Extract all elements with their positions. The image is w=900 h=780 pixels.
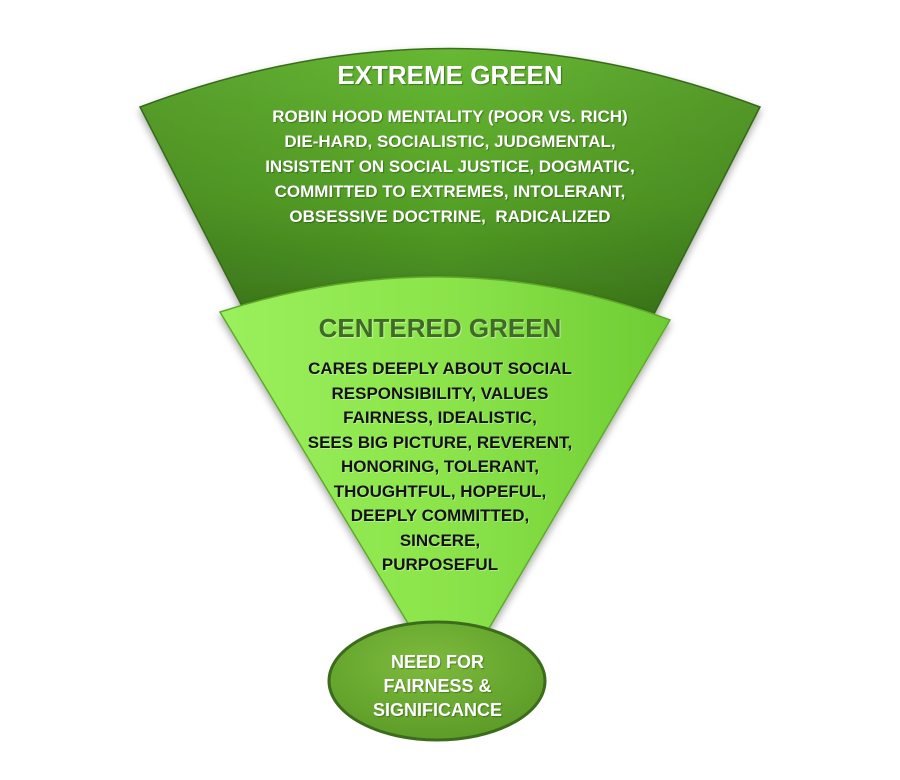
extreme-line: INSISTENT ON SOCIAL JUSTICE, DOGMATIC, [265,157,635,176]
centered-line: FAIRNESS, IDEALISTIC, [343,408,537,427]
extreme-green-shading [140,48,760,318]
need-line: NEED FOR [390,652,484,672]
centered-green-description: CARES DEEPLY ABOUT SOCIAL RESPONSIBILITY… [255,357,625,578]
centered-line: HONORING, TOLERANT, [340,457,540,476]
centered-line: RESPONSIBILITY, VALUES [331,383,549,403]
need-label: NEED FOR FAIRNESS & SIGNIFICANCE [345,650,530,722]
extreme-line: COMMITTED TO EXTREMES, INTOLERANT, [274,182,626,201]
centered-green-title: CENTERED GREEN [318,313,562,343]
centered-line: PURPOSEFUL [381,555,499,574]
centered-line: THOUGHTFUL, HOPEFUL, [333,481,547,501]
centered-line: DEEPLY COMMITTED, [350,506,530,525]
need-line: FAIRNESS & [383,676,492,696]
extreme-line: OBSESSIVE DOCTRINE, RADICALIZED [289,207,611,226]
extreme-line: ROBIN HOOD MENTALITY (POOR VS. RICH) [272,107,628,126]
centered-line: SEES BIG PICTURE, REVERENT, [307,432,573,452]
centered-line: SINCERE, [399,530,481,550]
centered-line: CARES DEEPLY ABOUT SOCIAL [308,359,572,378]
need-oval [327,620,547,742]
need-line: SIGNIFICANCE [372,700,502,720]
extreme-line: DIE-HARD, SOCIALISTIC, JUDGMENTAL, [284,132,616,151]
extreme-green-description: ROBIN HOOD MENTALITY (POOR VS. RICH) DIE… [215,104,685,229]
extreme-green-title: EXTREME GREEN [337,60,563,90]
